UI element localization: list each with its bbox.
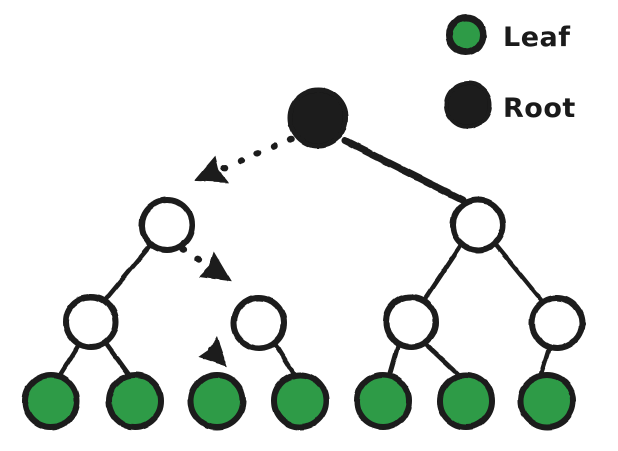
edge-root-to-right-child (341, 137, 467, 204)
edge-l2d-to-leaf-7 (538, 345, 552, 377)
internal-node-level1-right[interactable] (450, 197, 506, 253)
edge-l2b-to-leaf-4 (273, 342, 297, 377)
path-arrow-left-child-to-l2b (179, 245, 232, 282)
edge-left-l1-to-l2a (103, 243, 153, 302)
edge-l2c-to-leaf-6 (424, 342, 461, 377)
internal-node-level2-c[interactable] (383, 294, 439, 350)
root-node-layer (287, 87, 349, 149)
path-arrow-root-to-left-child (193, 135, 295, 183)
internal-node-level2-a[interactable] (63, 294, 119, 350)
legend-label-root: Root (503, 93, 576, 124)
leaf-node-4[interactable] (271, 372, 329, 430)
leaf-node-6[interactable] (437, 372, 495, 430)
leaf-nodes-layer (22, 372, 576, 430)
path-arrow-l2b-to-leaf-3 (198, 336, 228, 367)
internal-node-level1-left[interactable] (139, 197, 195, 253)
internal-node-level2-b[interactable] (231, 295, 287, 351)
leaf-node-1[interactable] (22, 372, 80, 430)
edge-l2a-to-leaf-2 (104, 342, 131, 377)
leaf-node-7[interactable] (518, 372, 576, 430)
edge-right-l1-to-l2d (493, 242, 544, 303)
root-swatch-icon (444, 81, 492, 129)
legend: Leaf Root (444, 14, 576, 129)
root-node[interactable] (287, 87, 349, 149)
legend-item-root[interactable]: Root (444, 81, 576, 129)
traversal-path-layer (179, 135, 295, 367)
edges-layer (57, 137, 552, 378)
legend-label-leaf: Leaf (503, 22, 570, 53)
leaf-node-5[interactable] (354, 372, 412, 430)
leaf-node-2[interactable] (106, 372, 164, 430)
internal-node-level2-d[interactable] (529, 295, 585, 351)
edge-right-l1-to-l2c (422, 242, 464, 302)
internal-nodes-layer (63, 197, 585, 351)
edge-l2a-to-leaf-1 (57, 343, 81, 378)
leaf-swatch-icon (445, 14, 487, 56)
edge-l2c-to-leaf-5 (387, 343, 401, 377)
leaf-node-3[interactable] (188, 372, 246, 430)
legend-item-leaf[interactable]: Leaf (445, 14, 570, 56)
